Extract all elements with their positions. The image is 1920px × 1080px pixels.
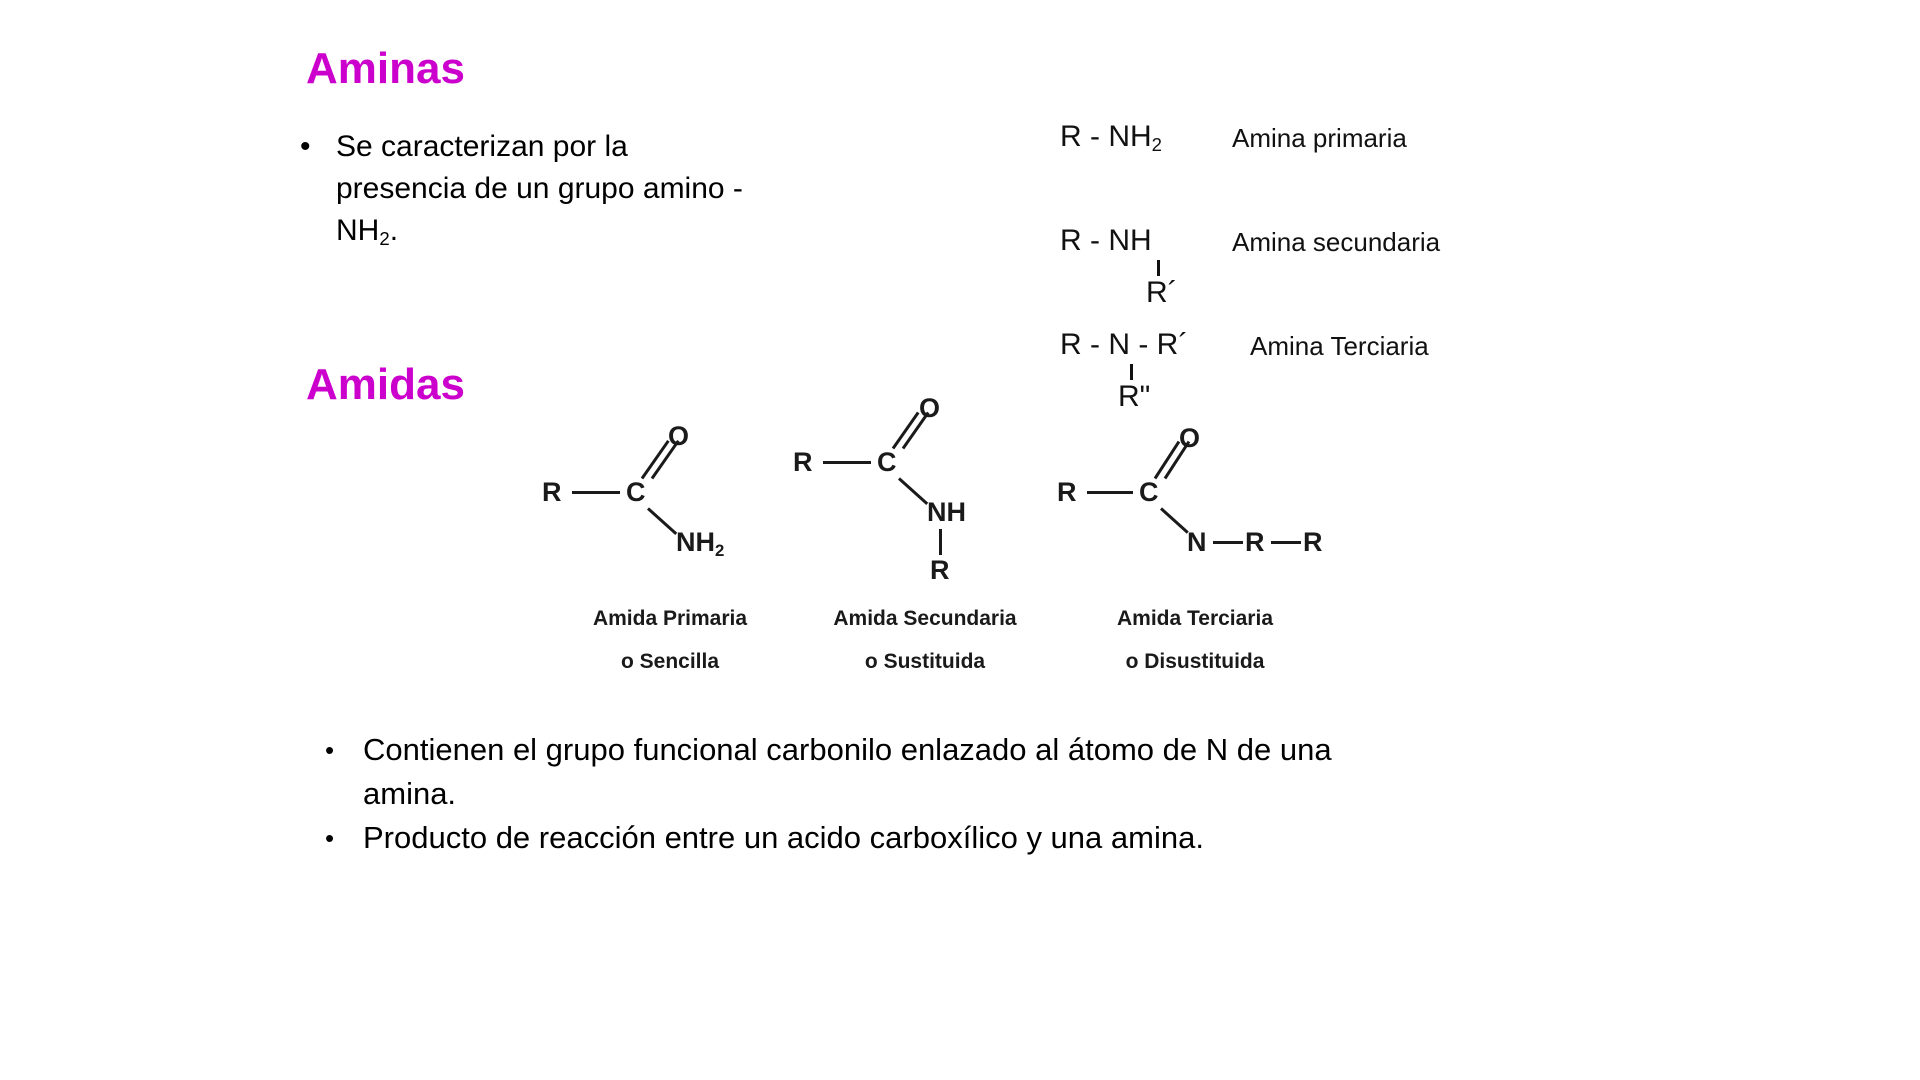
amine-formula-primary: R - NH2 [1060, 120, 1162, 156]
bullet-line: Se caracterizan por la [336, 130, 628, 163]
bond-r-r-icon [1271, 541, 1301, 544]
amide-structure-group: R C O NH2 Amida Primaria o Sencilla R C … [520, 393, 1520, 675]
amine-formula-secondary: R - NH [1060, 224, 1152, 257]
nh-text: NH [336, 214, 380, 247]
amine-label-primary: Amina primaria [1232, 123, 1407, 153]
bond-vertical-icon [1157, 260, 1160, 276]
atom-r-branch-2: R [1303, 527, 1323, 557]
nh-subscript: 2 [379, 228, 390, 250]
bond-r-c-icon [1087, 491, 1133, 494]
atom-c: C [626, 477, 646, 507]
amine-formula-tertiary: R - N - R´ [1060, 328, 1189, 361]
nh-period: . [389, 214, 399, 247]
aminas-bullet-text: Se caracterizan por la presencia de un g… [336, 126, 743, 255]
bond-n-r-icon [939, 529, 942, 555]
atom-r: R [793, 447, 813, 477]
amine-formula-group: R - NH2 Amina primaria R - NH R´ Amina s… [1060, 120, 1620, 432]
amide-diagram-secondary: R C O NH R Amida Secundaria o Sustituida [775, 393, 1075, 675]
bond-vertical-icon [1130, 364, 1133, 380]
bond-c-n-icon [1159, 507, 1189, 534]
amidas-bullet-list: • Contienen el grupo funcional carbonilo… [325, 728, 1625, 860]
amidas-bullet-text-1: Contienen el grupo funcional carbonilo e… [363, 728, 1332, 816]
atom-c: C [1139, 477, 1159, 507]
atom-r: R [542, 477, 562, 507]
amine-branch-tertiary: Rʺ [1118, 380, 1151, 413]
atom-r: R [1057, 477, 1077, 507]
amide-diagram-primary: R C O NH2 Amida Primaria o Sencilla [520, 415, 820, 675]
amide-diagram-tertiary: R C O N R R Amida Terciaria o Disustitui… [1045, 415, 1345, 675]
aminas-bullet-list: • Se caracterizan por la presencia de un… [300, 126, 860, 255]
atom-n: N [1187, 527, 1207, 557]
formula-text: R - NH [1060, 120, 1152, 153]
bullet-marker-icon: • [325, 823, 335, 853]
amine-row-tertiary: R - N - R´ Rʺ Amina Terciaria [1060, 328, 1620, 432]
bullet-line-formula: NH2. [336, 210, 743, 255]
amide-caption-secondary-2: o Sustituida [864, 650, 986, 673]
amine-branch-secondary: R´ [1146, 276, 1178, 309]
amine-label-secondary: Amina secundaria [1232, 227, 1441, 257]
atom-c: C [877, 447, 897, 477]
amide-caption-tertiary-1: Amida Terciaria [1116, 607, 1273, 630]
list-item: • Se caracterizan por la presencia de un… [300, 126, 860, 255]
amide-caption-primary-2: o Sencilla [620, 650, 720, 673]
bond-n-r-icon [1213, 541, 1243, 544]
atom-n: NH [927, 497, 966, 527]
section-heading-amidas: Amidas [306, 360, 465, 409]
atom-r-branch: R [930, 555, 950, 585]
amine-row-primary: R - NH2 Amina primaria [1060, 120, 1620, 224]
atom-n-text: NH [676, 527, 715, 557]
amine-label-tertiary: Amina Terciaria [1250, 331, 1429, 361]
amidas-bullet-text-2: Producto de reacción entre un acido carb… [363, 816, 1204, 860]
bullet-line: Producto de reacción entre un acido carb… [363, 820, 1204, 855]
atom-r-branch: R [1245, 527, 1265, 557]
bullet-line: presencia de un grupo amino - [336, 172, 743, 205]
amide-caption-primary-1: Amida Primaria [592, 607, 748, 630]
amide-caption-secondary-1: Amida Secundaria [833, 607, 1017, 630]
bullet-line: Contienen el grupo funcional carbonilo e… [363, 732, 1332, 767]
amide-caption-tertiary-2: o Disustituida [1125, 650, 1265, 673]
bond-r-c-icon [572, 491, 620, 494]
formula-subscript: 2 [1151, 134, 1162, 156]
bond-c-n-icon [897, 477, 929, 506]
section-heading-aminas: Aminas [306, 44, 465, 93]
list-item: • Contienen el grupo funcional carbonilo… [325, 728, 1625, 816]
bond-c-n-icon [646, 507, 678, 536]
bullet-marker-icon: • [325, 735, 335, 765]
list-item: • Producto de reacción entre un acido ca… [325, 816, 1625, 860]
atom-n: NH2 [676, 527, 725, 560]
bullet-line: amina. [363, 776, 457, 811]
atom-n-subscript: 2 [715, 540, 725, 560]
bond-r-c-icon [823, 461, 871, 464]
amine-row-secondary: R - NH R´ Amina secundaria [1060, 224, 1620, 328]
bullet-marker-icon: • [300, 130, 311, 163]
